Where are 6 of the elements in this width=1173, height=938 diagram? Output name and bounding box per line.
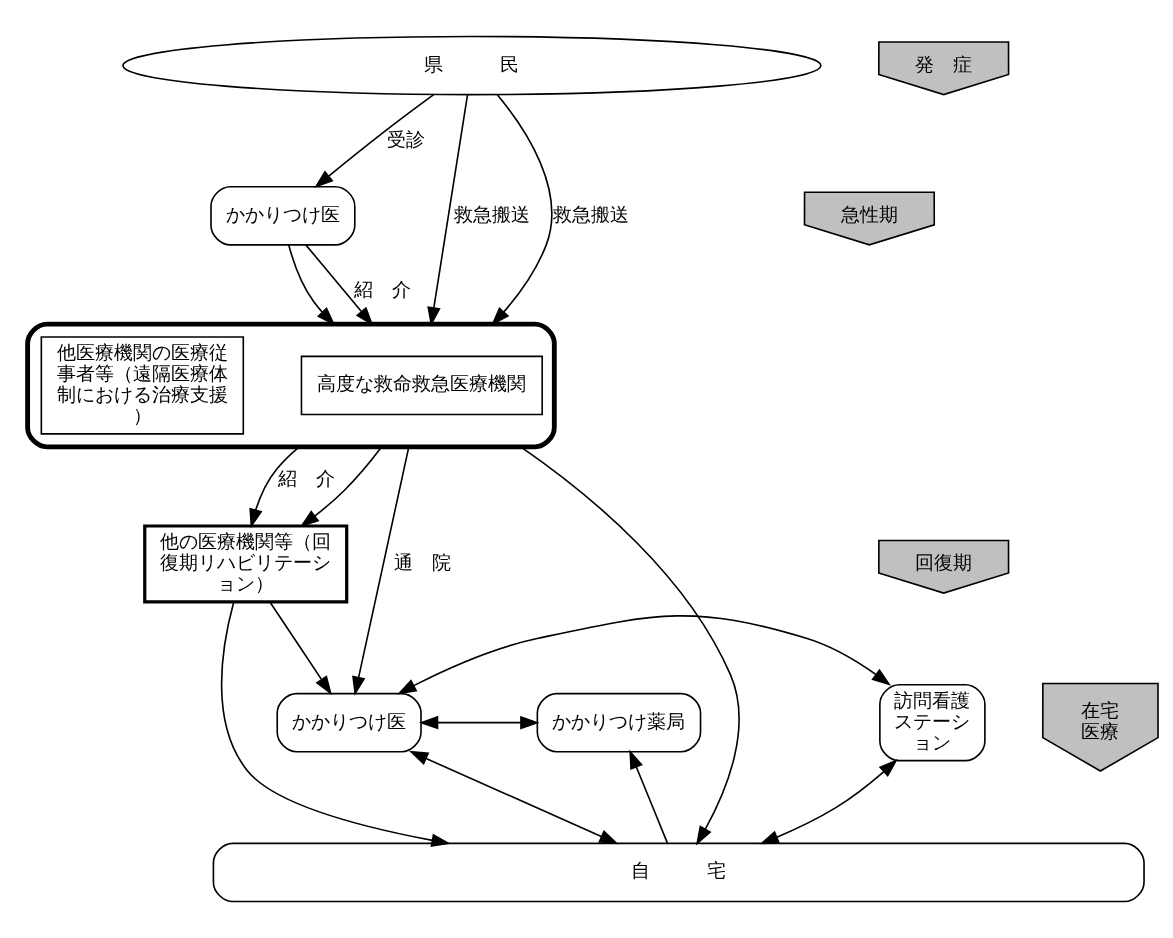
edge-label: 救急搬送 — [454, 203, 531, 225]
edge-label: 通 院 — [394, 551, 452, 573]
edge-label: 紹 介 — [277, 467, 335, 489]
edge-label: 救急搬送 — [552, 203, 629, 225]
edge-label: 受診 — [387, 128, 426, 150]
edge-label: 紹 介 — [353, 278, 411, 300]
